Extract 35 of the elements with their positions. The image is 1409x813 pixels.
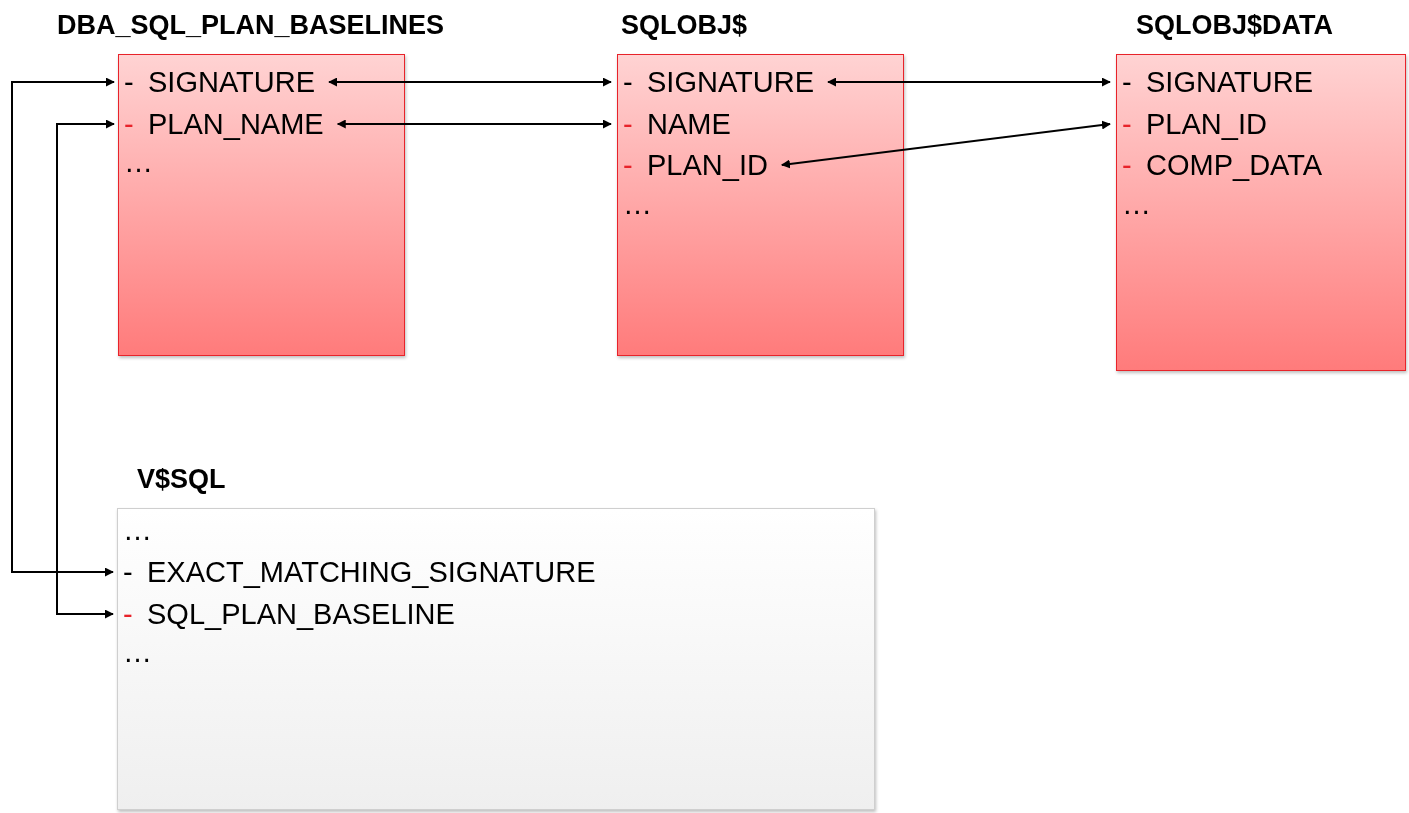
ellipsis: … <box>124 144 153 180</box>
table-title: SQLOBJ$ <box>621 10 748 41</box>
list-dash: - <box>623 65 634 100</box>
double-arrow <box>780 120 1111 169</box>
double-arrow <box>56 119 115 619</box>
list-dash: - <box>1122 148 1133 183</box>
double-arrow <box>328 77 612 87</box>
ellipsis: … <box>123 634 152 670</box>
list-dash: - <box>1122 65 1133 100</box>
ellipsis: … <box>623 186 652 222</box>
table-title: DBA_SQL_PLAN_BASELINES <box>57 10 445 41</box>
ellipsis: … <box>1122 186 1151 222</box>
double-arrow <box>11 77 115 577</box>
list-dash: - <box>623 148 634 183</box>
column-name: SIGNATURE <box>647 66 815 98</box>
column-name: PLAN_NAME <box>148 108 324 140</box>
table-title: SQLOBJ$DATA <box>1136 10 1333 41</box>
column-name: COMP_DATA <box>1146 149 1323 181</box>
ellipsis: … <box>123 512 152 548</box>
double-arrow <box>827 77 1111 87</box>
list-dash: - <box>123 597 134 632</box>
list-dash: - <box>124 107 135 142</box>
list-dash: - <box>124 65 135 100</box>
table-title: V$SQL <box>137 464 226 495</box>
column-name: NAME <box>647 108 731 140</box>
list-dash: - <box>1122 107 1133 142</box>
column-name: EXACT_MATCHING_SIGNATURE <box>147 556 596 588</box>
column-name: SQL_PLAN_BASELINE <box>147 598 455 630</box>
column-name: SIGNATURE <box>148 66 316 98</box>
column-name: PLAN_ID <box>647 149 768 181</box>
column-name: PLAN_ID <box>1146 108 1267 140</box>
double-arrow <box>336 119 612 129</box>
list-dash: - <box>623 107 634 142</box>
column-name: SIGNATURE <box>1146 66 1314 98</box>
list-dash: - <box>123 555 134 590</box>
